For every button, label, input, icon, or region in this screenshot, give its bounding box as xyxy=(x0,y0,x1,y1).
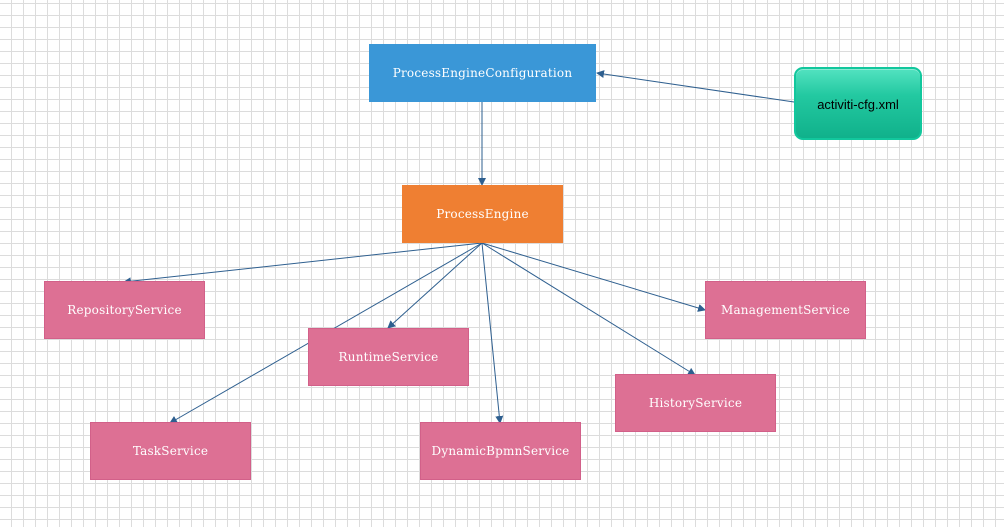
management-service-label: ManagementService xyxy=(720,303,851,317)
dynamic-bpmn-service-node[interactable]: DynamicBpmnService xyxy=(420,422,581,480)
edge-engine-to-repository xyxy=(123,242,483,286)
history-service-label: HistoryService xyxy=(648,396,743,410)
edge-engine-to-management xyxy=(481,242,706,312)
process-engine-configuration-node[interactable]: ProcessEngineConfiguration xyxy=(369,44,596,102)
repository-service-label: RepositoryService xyxy=(67,303,182,317)
task-service-node[interactable]: TaskService xyxy=(90,422,251,480)
history-service-node[interactable]: HistoryService xyxy=(615,374,776,432)
process-engine-configuration-label: ProcessEngineConfiguration xyxy=(392,66,573,80)
process-engine-label: ProcessEngine xyxy=(436,207,529,221)
process-engine-node[interactable]: ProcessEngine xyxy=(402,185,563,243)
activiti-cfg-xml-node[interactable]: activiti-cfg.xml xyxy=(794,67,922,140)
edge-xml-to-config xyxy=(596,70,795,103)
activiti-cfg-xml-label: activiti-cfg.xml xyxy=(817,97,899,112)
repository-service-node[interactable]: RepositoryService xyxy=(44,281,205,339)
runtime-service-node[interactable]: RuntimeService xyxy=(308,328,469,386)
edge-engine-to-dynamic xyxy=(481,242,504,424)
edge-engine-to-history xyxy=(481,242,696,376)
edge-engine-to-runtime xyxy=(387,242,483,329)
management-service-node[interactable]: ManagementService xyxy=(705,281,866,339)
task-service-label: TaskService xyxy=(132,444,209,458)
runtime-service-label: RuntimeService xyxy=(338,350,439,364)
dynamic-bpmn-service-label: DynamicBpmnService xyxy=(431,444,570,458)
